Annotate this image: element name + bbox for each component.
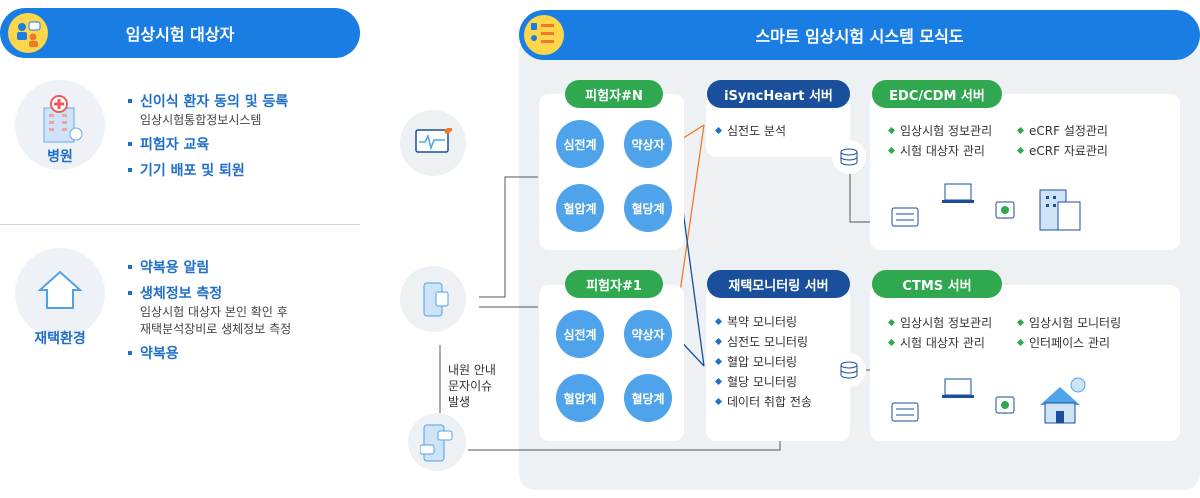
ctms-box: [870, 285, 1180, 441]
right-title-pill: 스마트 임상시험 시스템 모식도: [519, 10, 1200, 60]
edc-box: [870, 94, 1180, 250]
ctms-col1: 임상시험 정보관리 시험 대상자 관리: [888, 313, 992, 353]
subject-n-label: 피험자#N: [565, 80, 663, 108]
ctms-col2: 임상시험 모니터링 인터페이스 관리: [1017, 313, 1121, 353]
visit-note: 내원 안내 문자이슈 발생: [448, 362, 496, 410]
edc-col2: eCRF 설정관리 eCRF 자료관리: [1017, 121, 1108, 161]
ctms-item-1: 임상시험 정보관리: [888, 313, 992, 333]
edc-item-2: 시험 대상자 관리: [888, 141, 992, 161]
ctms-network-icons: [891, 377, 1086, 424]
ctms-item-2: 시험 대상자 관리: [888, 333, 992, 353]
subject-n-bp-node: 혈압계: [556, 184, 604, 232]
home-server-item-5: 데이터 취합 전송: [715, 392, 812, 412]
home-steps: 약복용 알림 생체정보 측정 임상시험 대상자 본인 확인 후 재택분석장비로 …: [128, 258, 291, 364]
home-server-item-1: 복약 모니터링: [715, 312, 812, 332]
home-step-2-sub-2: 재택분석장비로 생체정보 측정: [140, 322, 292, 336]
smartphone-icon: [423, 282, 449, 317]
subject-n-glucose-node: 혈당계: [624, 184, 672, 232]
left-title-pill: 임상시험 대상자: [0, 8, 360, 58]
home-step-1: 약복용 알림: [128, 258, 291, 278]
visit-note-line-1: 내원 안내: [448, 363, 496, 377]
hospital-steps: 신이식 환자 동의 및 등록 임상시험통합정보시스템 피험자 교육 기기 배포 …: [128, 92, 288, 181]
hospital-step-1: 신이식 환자 동의 및 등록: [128, 92, 288, 112]
subject-1-pillbox-node: 약상자: [624, 310, 672, 358]
visit-note-line-3: 발생: [448, 395, 471, 409]
home-label: 재택환경: [34, 331, 86, 347]
edc-label: EDC/CDM 서버: [872, 80, 1002, 108]
ctms-label: CTMS 서버: [872, 270, 1002, 298]
home-server-item-2: 심전도 모니터링: [715, 332, 812, 352]
subject-1-ecg-node: 심전계: [556, 310, 604, 358]
subject-n-ecg-node: 심전계: [556, 120, 604, 168]
isync-item-1: 심전도 분석: [715, 121, 786, 141]
hospital-label: 병원: [47, 149, 73, 165]
checklist-icon: [524, 15, 564, 55]
section-divider: [0, 224, 360, 225]
home-step-2-sub-1: 임상시험 대상자 본인 확인 후: [140, 305, 288, 319]
edc-network-icons: [891, 183, 1081, 231]
home-server-label: 재택모니터링 서버: [707, 270, 850, 298]
right-title: 스마트 임상시험 시스템 모식도: [755, 27, 964, 46]
laptop-icon: [944, 183, 972, 201]
home-server-item-4: 혈당 모니터링: [715, 372, 812, 392]
house-icon: [37, 270, 83, 309]
left-title: 임상시험 대상자: [125, 25, 235, 44]
home-server-item-3: 혈압 모니터링: [715, 352, 812, 372]
message-phone-icon: [420, 424, 453, 462]
hospital-icon: [43, 95, 83, 143]
monitor-ecg-icon: [415, 128, 453, 153]
home-badge: 재택환경: [15, 248, 105, 347]
visit-note-line-2: 문자이슈: [448, 379, 493, 393]
edc-item-1: 임상시험 정보관리: [888, 121, 992, 141]
edc-item-3: eCRF 설정관리: [1017, 121, 1108, 141]
home-step-2: 생체정보 측정: [128, 284, 291, 304]
isync-label: iSyncHeart 서버: [707, 80, 850, 108]
hospital-badge: 병원: [15, 80, 105, 170]
sms-device-badge: [408, 413, 466, 471]
subject-n-pillbox-node: 약상자: [624, 120, 672, 168]
subject-1-glucose-node: 혈당계: [624, 374, 672, 422]
hospital-step-3: 기기 배포 및 퇴원: [128, 161, 288, 181]
home-database-icon: [832, 353, 866, 387]
subject-1-label: 피험자#1: [565, 270, 663, 298]
ctms-item-4: 인터페이스 관리: [1017, 333, 1121, 353]
edc-item-4: eCRF 자료관리: [1017, 141, 1108, 161]
smartphone-badge: [400, 266, 466, 332]
home-step-3: 약복용: [128, 344, 291, 364]
isync-items: 심전도 분석: [715, 121, 786, 141]
hospital-step-2: 피험자 교육: [128, 135, 288, 155]
subject-1-bp-node: 혈압계: [556, 374, 604, 422]
doctor-patient-icon: [8, 13, 48, 53]
ctms-item-3: 임상시험 모니터링: [1017, 313, 1121, 333]
isync-database-icon: [832, 140, 866, 174]
hospital-step-1-sub: 임상시험통합정보시스템: [140, 113, 262, 127]
server-rack-icon: [891, 207, 919, 227]
edc-col1: 임상시험 정보관리 시험 대상자 관리: [888, 121, 992, 161]
home-server-items: 복약 모니터링 심전도 모니터링 혈압 모니터링 혈당 모니터링 데이터 취합 …: [715, 312, 812, 412]
ecg-device-badge: [400, 110, 466, 176]
subject-1-box: [539, 285, 684, 441]
